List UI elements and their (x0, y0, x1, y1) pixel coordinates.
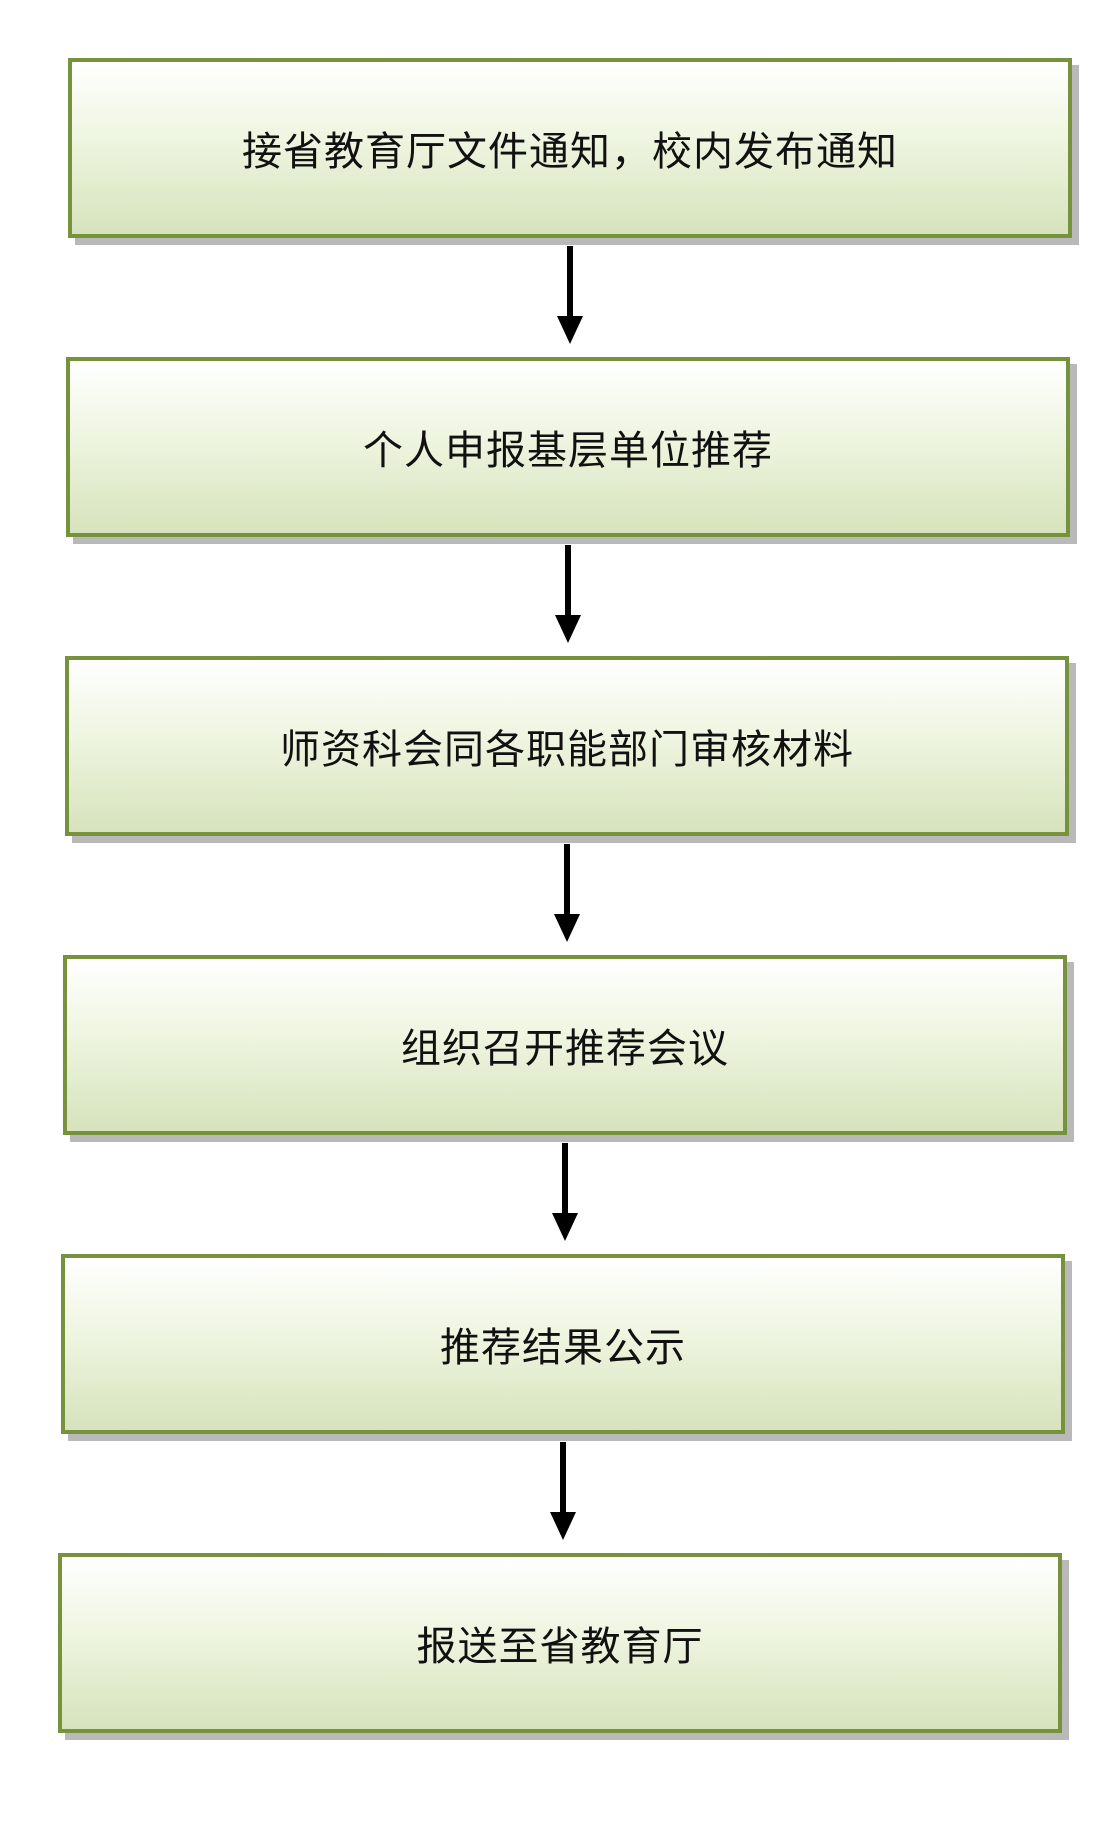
step-box-publicity: 推荐结果公示 (61, 1254, 1065, 1434)
step-box-meeting: 组织召开推荐会议 (63, 955, 1067, 1135)
flow-arrow-4 (545, 1143, 585, 1243)
flow-arrow-1 (550, 246, 590, 346)
step-label-review: 师资科会同各职能部门审核材料 (280, 727, 854, 773)
step-label-submit: 报送至省教育厅 (416, 1624, 704, 1670)
step-label-apply: 个人申报基层单位推荐 (363, 428, 773, 474)
step-label-notice: 接省教育厅文件通知，校内发布通知 (242, 129, 898, 175)
step-box-apply: 个人申报基层单位推荐 (66, 357, 1070, 537)
flow-arrow-2 (548, 545, 588, 645)
flow-arrow-5 (543, 1442, 583, 1542)
step-label-meeting: 组织召开推荐会议 (401, 1026, 729, 1072)
flow-arrow-3 (547, 844, 587, 944)
step-box-notice: 接省教育厅文件通知，校内发布通知 (68, 58, 1072, 238)
step-box-review: 师资科会同各职能部门审核材料 (65, 656, 1069, 836)
step-box-submit: 报送至省教育厅 (58, 1553, 1062, 1733)
step-label-publicity: 推荐结果公示 (440, 1325, 686, 1371)
